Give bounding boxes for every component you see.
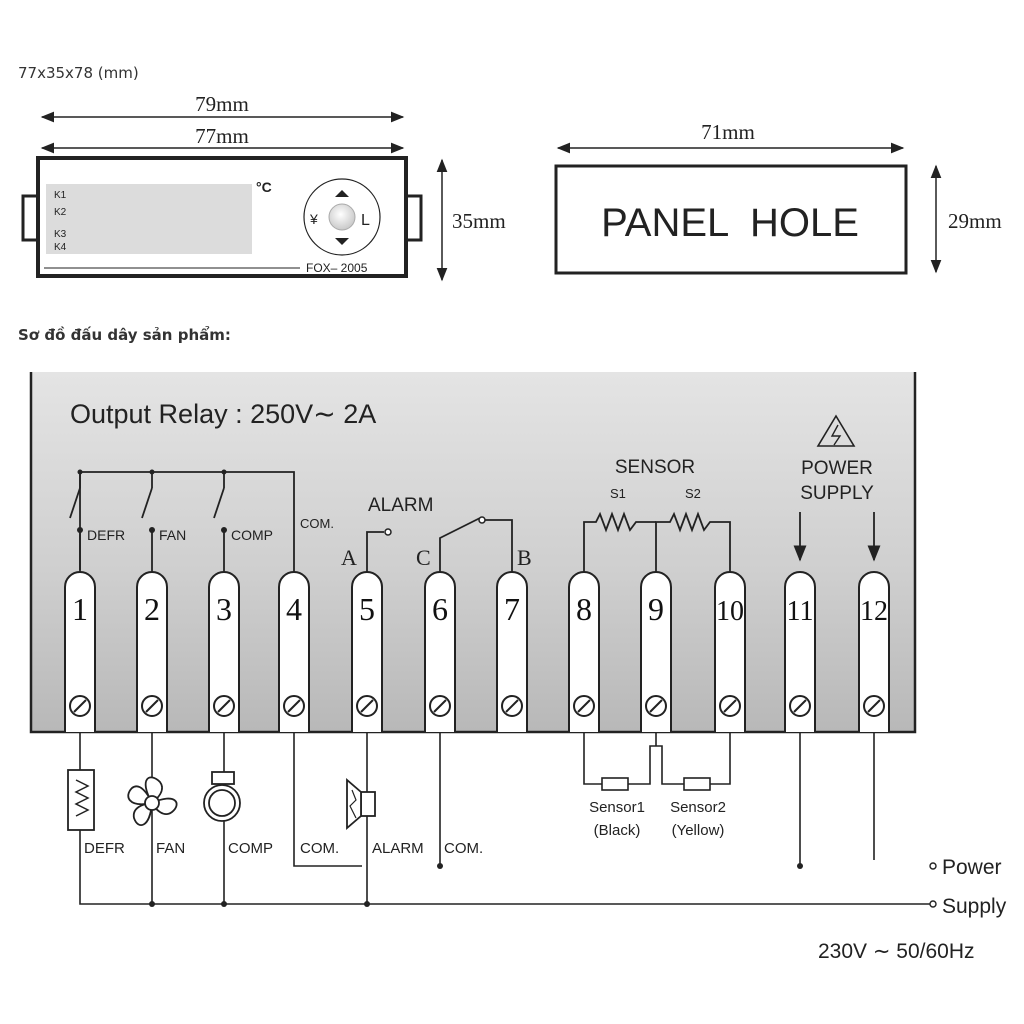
- heater-icon: [67, 769, 95, 831]
- terminal-9: 9: [640, 571, 672, 732]
- dim-77-label: 77mm: [195, 124, 249, 148]
- knob-center: [328, 203, 356, 231]
- terminal-number: 5: [359, 591, 375, 627]
- terminal-number: 6: [432, 591, 448, 627]
- down-arrow-icon: [335, 238, 349, 245]
- panel-hole-rect: [554, 164, 908, 275]
- terminal-8: 8: [568, 571, 600, 732]
- voltage-label: 230V ∼ 50/60Hz: [818, 940, 975, 963]
- terminal-number: 1: [72, 591, 88, 627]
- alarm-b-label: B: [517, 545, 532, 570]
- power-supply-label-1: POWER: [801, 458, 873, 479]
- terminal-6: 6: [424, 571, 456, 732]
- load-defr-label: DEFR: [84, 840, 125, 857]
- compressor-icon: [203, 771, 241, 822]
- load-comp-label: COMP: [228, 840, 273, 857]
- sensor1-color-label: (Black): [594, 822, 641, 839]
- terminal-5: 5: [351, 571, 383, 732]
- sensor2-label: Sensor2: [670, 799, 726, 816]
- terminal-12: 12: [858, 571, 890, 732]
- dim-29-label: 29mm: [948, 209, 1002, 233]
- external-wiring: [79, 732, 930, 905]
- buzzer-icon: [346, 778, 376, 830]
- terminal-number: 4: [286, 591, 302, 627]
- terminal-number: 11: [787, 596, 814, 627]
- panel-hole-label: PANEL HOLE: [601, 201, 859, 245]
- terminal-1: 1: [64, 571, 96, 732]
- terminal-number: 3: [216, 591, 232, 627]
- internal-wiring: [69, 471, 881, 572]
- terminal-11: 11: [784, 571, 816, 732]
- k2-label: K2: [54, 207, 67, 218]
- terminal-10: 10: [714, 571, 746, 732]
- display-window: [46, 184, 252, 254]
- sensor1-label: Sensor1: [589, 799, 645, 816]
- left-button-icon: ¥: [309, 211, 318, 227]
- model-label: FOX– 2005: [306, 261, 368, 275]
- supply-label: Supply: [942, 895, 1007, 918]
- celsius-label: °C: [256, 179, 272, 195]
- terminal-7: 7: [496, 571, 528, 732]
- output-relay-label: Output Relay : 250V∼ 2A: [70, 399, 376, 429]
- terminal-2: 2: [136, 571, 168, 732]
- dim-35-label: 35mm: [452, 209, 506, 233]
- sensor-s2-label: S2: [685, 486, 701, 501]
- up-arrow-icon: [335, 190, 349, 197]
- dim-79-label: 79mm: [195, 92, 249, 116]
- load-com2-label: COM.: [444, 840, 483, 857]
- fan-icon: [127, 776, 178, 826]
- sensor2-color-label: (Yellow): [672, 822, 725, 839]
- alarm-label: ALARM: [368, 495, 433, 516]
- k4-label: K4: [54, 242, 67, 253]
- right-button-icon: L: [361, 212, 370, 229]
- dimensions-note: 77x35x78 (mm): [18, 64, 139, 82]
- terminal-number: 10: [716, 596, 744, 627]
- sensor-label: SENSOR: [615, 457, 695, 478]
- high-voltage-warning-icon: [816, 414, 856, 447]
- wiring-heading: Sơ đồ đấu dây sản phẩm:: [18, 326, 231, 344]
- terminal-3: 3: [208, 571, 240, 732]
- load-alarm-label: ALARM: [372, 840, 424, 857]
- power-supply-label-2: SUPPLY: [800, 483, 874, 504]
- power-label: Power: [942, 856, 1002, 879]
- front-view: [21, 111, 448, 282]
- relay-comp-label: COMP: [231, 527, 273, 543]
- terminal-number: 7: [504, 591, 520, 627]
- terminal-number: 9: [648, 591, 664, 627]
- load-fan-label: FAN: [156, 840, 185, 857]
- terminal-4: 4: [278, 571, 310, 732]
- k1-label: K1: [54, 190, 67, 201]
- k3-label: K3: [54, 229, 67, 240]
- relay-fan-label: FAN: [159, 527, 186, 543]
- relay-defr-label: DEFR: [87, 527, 125, 543]
- terminal-number: 8: [576, 591, 592, 627]
- load-com-label: COM.: [300, 840, 339, 857]
- controller-back-panel: [31, 372, 915, 732]
- alarm-a-label: A: [341, 545, 357, 570]
- relay-com-label: COM.: [300, 516, 334, 531]
- panel-hole-view: [554, 142, 942, 275]
- dim-71-label: 71mm: [701, 120, 755, 144]
- terminal-number: 2: [144, 591, 160, 627]
- alarm-c-label: C: [416, 545, 431, 570]
- terminal-number: 12: [860, 596, 888, 627]
- sensor-s1-label: S1: [610, 486, 626, 501]
